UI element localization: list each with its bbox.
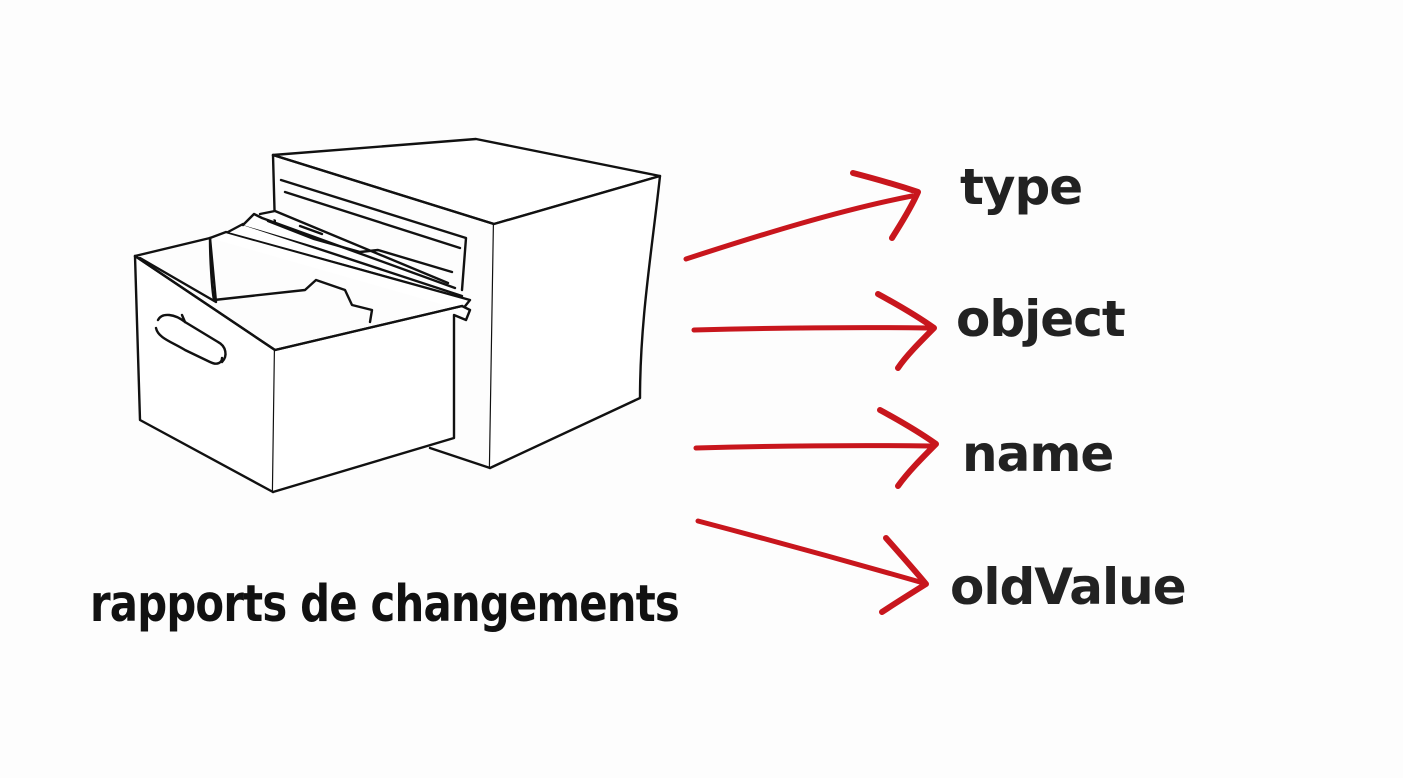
- filing-cabinet-icon: [133, 137, 662, 494]
- arrow-right-icon: [695, 518, 929, 615]
- property-label-name: name: [962, 425, 1114, 483]
- diagram-caption: rapports de changements: [90, 575, 680, 634]
- property-label-oldvalue: oldValue: [950, 558, 1187, 616]
- arrow-right-icon: [691, 291, 937, 371]
- property-label-object: object: [956, 290, 1126, 348]
- arrow-right-icon: [693, 407, 939, 489]
- arrow-right-icon: [683, 170, 921, 262]
- property-label-type: type: [960, 158, 1083, 216]
